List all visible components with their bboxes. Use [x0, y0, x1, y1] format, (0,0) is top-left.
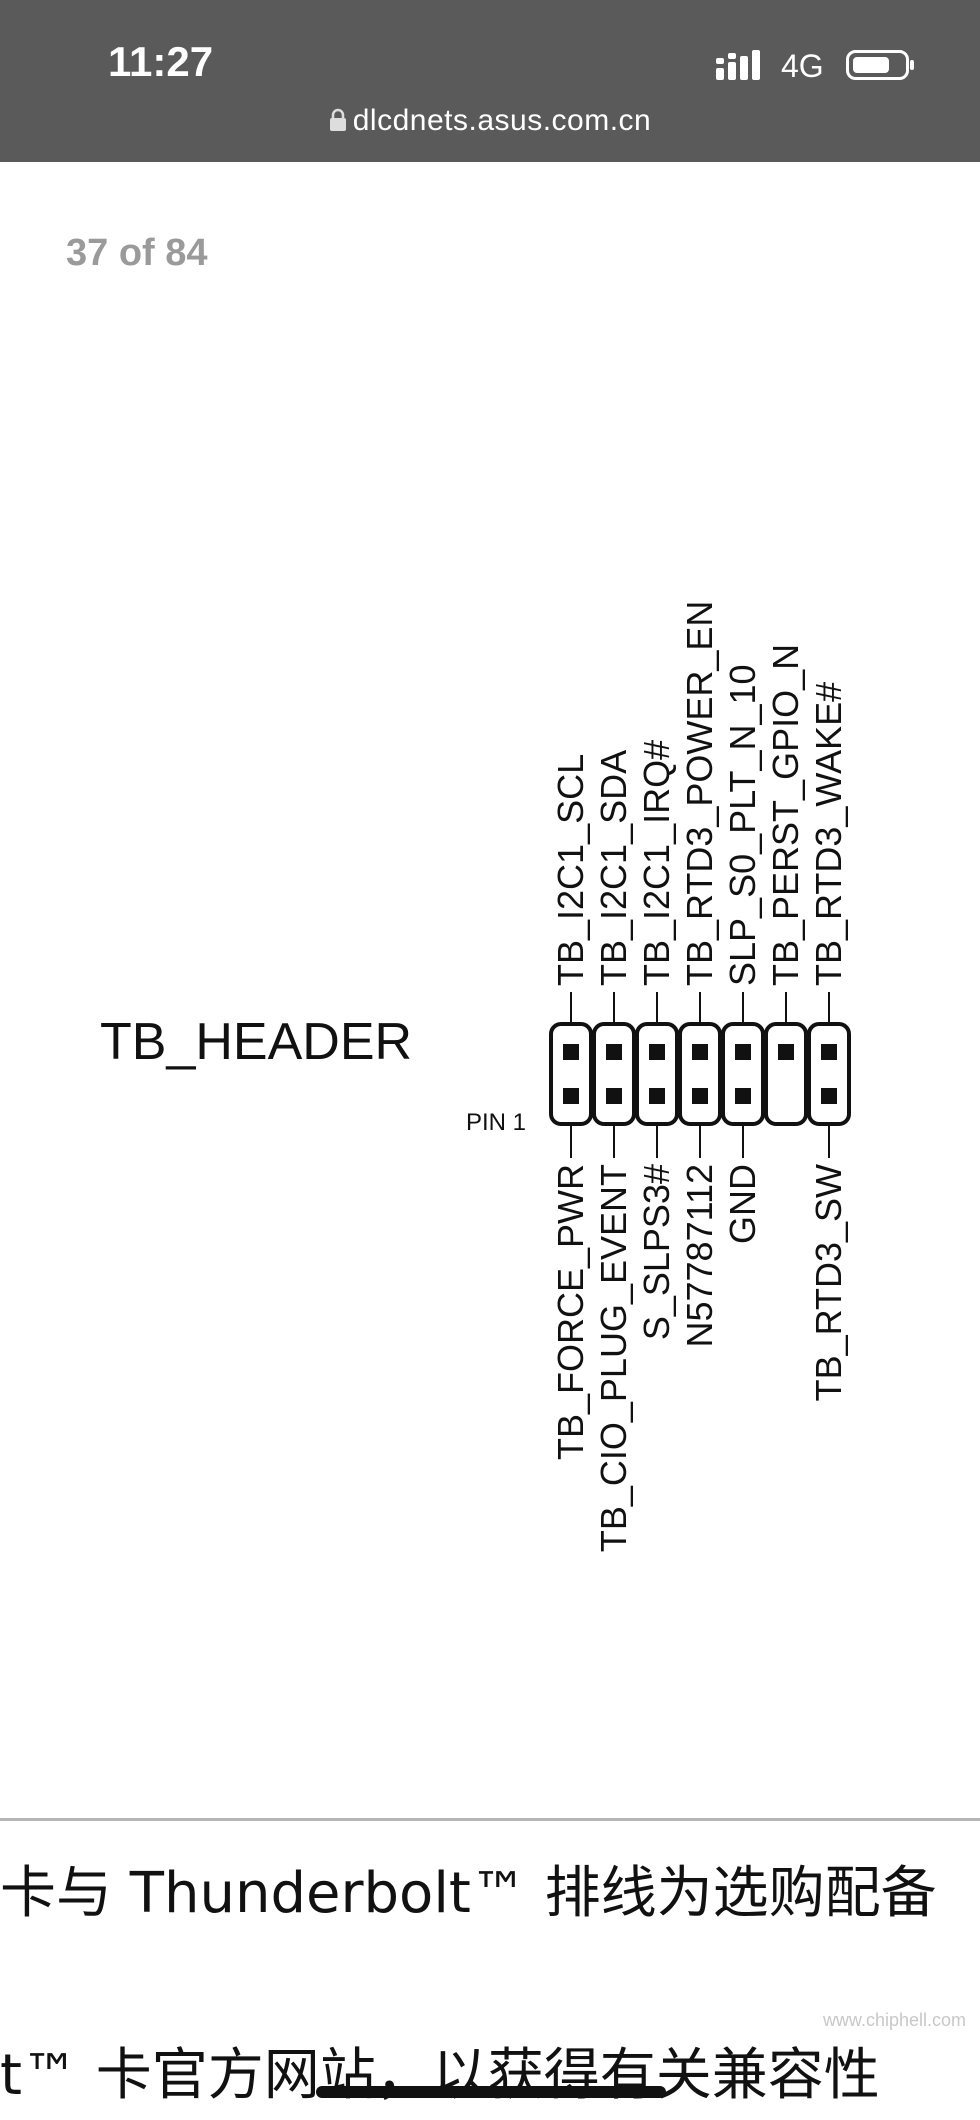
- bottom-pin-label: S_SLPS3#: [636, 1164, 677, 1340]
- address-bar[interactable]: dlcdnets.asus.com.cn: [0, 104, 980, 138]
- pin1-label: PIN 1: [466, 1109, 526, 1136]
- top-pin-label: SLP_S0_PLT_N_10: [722, 664, 763, 986]
- pin-square: [735, 1044, 751, 1060]
- header-label: TB_HEADER: [100, 1013, 412, 1071]
- pin-column: [764, 1022, 808, 1126]
- body-text-line-2: t™ 卡官方网站，以获得有关兼容性: [0, 2043, 880, 2108]
- pin-square: [778, 1044, 794, 1060]
- url-text: dlcdnets.asus.com.cn: [352, 104, 652, 137]
- lock-icon: [329, 108, 346, 131]
- network-type: 4G: [781, 48, 824, 84]
- page-divider: [0, 1818, 980, 1821]
- watermark: www.chiphell.com: [822, 2010, 966, 2030]
- pin-square: [735, 1088, 751, 1104]
- pin-square: [649, 1044, 665, 1060]
- top-pin-label: TB_I2C1_IRQ#: [636, 740, 677, 986]
- top-pin-label: TB_I2C1_SDA: [593, 750, 634, 986]
- pin-square: [692, 1088, 708, 1104]
- pin-column: [678, 1022, 722, 1126]
- pin-square: [606, 1044, 622, 1060]
- status-bar: 11:27 4G dlcdnets.asus.com.cn: [0, 0, 980, 162]
- battery-icon: [846, 50, 914, 80]
- pin-group: [549, 992, 851, 1158]
- pin-square: [563, 1088, 579, 1104]
- top-pin-label: TB_PERST_GPIO_N: [765, 644, 806, 986]
- bottom-pin-label: TB_FORCE_PWR: [550, 1164, 591, 1460]
- pin-square: [563, 1044, 579, 1060]
- pin-column: [721, 1022, 765, 1126]
- top-pin-label: TB_RTD3_POWER_EN: [679, 601, 720, 986]
- bottom-pin-label: GND: [722, 1164, 763, 1244]
- pin-column: [807, 1022, 851, 1126]
- bottom-pin-label: N57787112: [679, 1164, 720, 1348]
- pin-column: [592, 1022, 636, 1126]
- home-indicator[interactable]: [316, 2086, 666, 2098]
- pin-square: [821, 1088, 837, 1104]
- pin-square: [649, 1088, 665, 1104]
- top-pin-label: TB_I2C1_SCL: [550, 754, 591, 986]
- pin-column: [549, 1022, 593, 1126]
- clock-time: 11:27: [108, 38, 214, 85]
- bottom-pin-label: TB_RTD3_SW: [808, 1164, 849, 1401]
- pin-square: [821, 1044, 837, 1060]
- top-pin-label: TB_RTD3_WAKE#: [808, 682, 849, 986]
- bottom-pin-label: TB_CIO_PLUG_EVENT: [593, 1164, 634, 1552]
- pin-column: [635, 1022, 679, 1126]
- page-counter: 37 of 84: [66, 232, 208, 274]
- pin-square: [692, 1044, 708, 1060]
- pin-square: [606, 1088, 622, 1104]
- cellular-signal-icon: [716, 50, 760, 80]
- body-text-line-1: 卡与 Thunderbolt™ 排线为选购配备: [0, 1861, 937, 1926]
